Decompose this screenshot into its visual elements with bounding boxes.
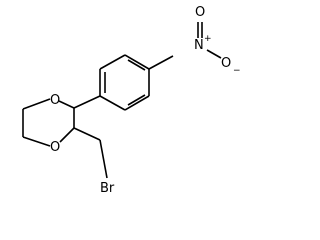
bond-o1-c5	[22, 98, 51, 110]
bond-o3-c2	[59, 127, 75, 143]
ring-double-bond-2	[127, 59, 146, 71]
nitro-group	[148, 22, 222, 70]
ring-bond-2	[99, 54, 126, 70]
bond-ch2-br	[99, 139, 108, 179]
ring-bond-5	[124, 95, 150, 111]
oxygen-negative-charge: −	[233, 66, 241, 76]
bond-c2-phenyl	[73, 95, 101, 109]
dioxolane-ring	[22, 98, 75, 147]
bond-ring-n	[148, 55, 174, 70]
chemical-structure: O O Br N + O O −	[22, 5, 241, 196]
bromomethyl-group	[73, 127, 108, 179]
ring-bond-6	[99, 95, 126, 111]
bond-c4-o3	[22, 136, 51, 147]
bond-c2-ch2	[73, 127, 101, 141]
nitro-oxygen-right-label: O	[221, 56, 231, 71]
ring-double-bond-3	[127, 94, 146, 106]
bond-n-o-right	[206, 49, 222, 59]
nitro-oxygen-top-label: O	[195, 5, 205, 20]
ring-bond-3	[124, 54, 150, 70]
o-ring-top-label: O	[50, 93, 60, 108]
o-ring-bottom-label: O	[50, 140, 60, 155]
nitro-nitrogen-label: N	[194, 38, 204, 53]
bond-c2-o1	[58, 100, 75, 109]
benzene-ring	[99, 54, 150, 111]
nitrogen-positive-charge: +	[204, 34, 212, 44]
bromine-label: Br	[100, 181, 115, 196]
